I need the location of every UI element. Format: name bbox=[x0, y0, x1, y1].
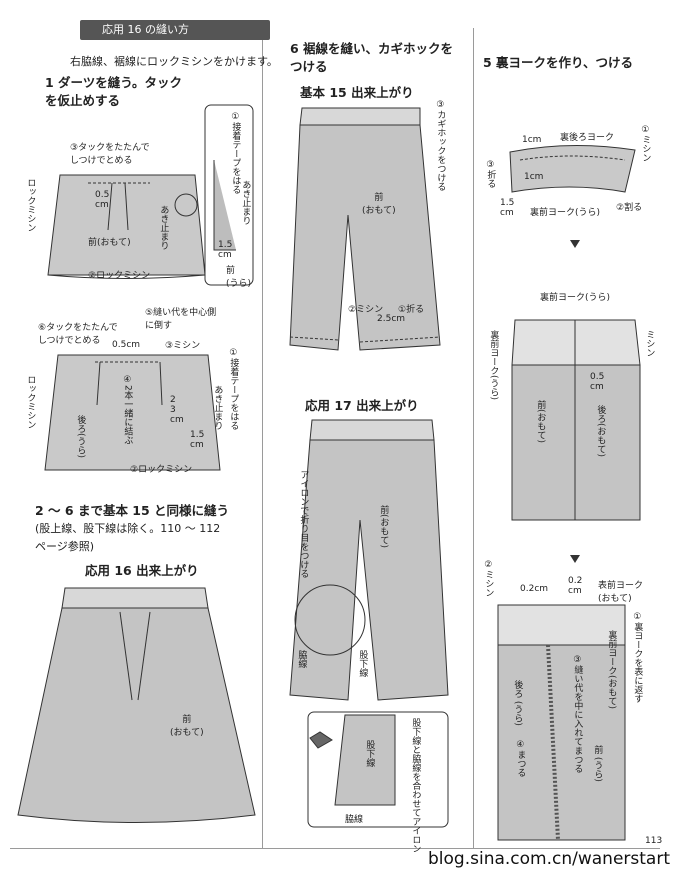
inset-inseam-label: 股下線 bbox=[364, 740, 375, 767]
c3f2-front: 前(おもて) bbox=[535, 400, 546, 444]
fig1-lock2: ②ロックミシン bbox=[88, 271, 151, 281]
fig2-mishin: ③ミシン bbox=[165, 341, 201, 351]
yoke-sewing-diagram bbox=[509, 144, 636, 193]
app17-title: 応用 17 出来上がり bbox=[305, 398, 419, 413]
hook-label: ③カギホックをつける bbox=[435, 100, 446, 191]
c3f3-front: 前 (うら) bbox=[592, 745, 603, 782]
basic15-fold: ①折る bbox=[398, 305, 425, 315]
fig1-lock-label: ロックミシン bbox=[25, 178, 36, 232]
fig2-tape: ①接着テープをはる bbox=[228, 348, 239, 430]
basic15-mishin: ②ミシン bbox=[348, 305, 384, 315]
fig2-both-ends: ④2本一緒に結ぶ bbox=[122, 375, 133, 445]
bottom-rule bbox=[10, 848, 660, 849]
c3f3-seam: ③縫い代を中に入れてまつる bbox=[572, 655, 583, 773]
c3f3-matsuru: ④まつる bbox=[515, 740, 526, 777]
fig2-dim1: 0.5cm bbox=[112, 340, 141, 350]
skirt-back-top-diagram bbox=[44, 354, 221, 471]
arrow-down-icon bbox=[570, 555, 580, 563]
c3f1-cm2: 1cm bbox=[524, 172, 544, 182]
c3f1-fold: ③折る bbox=[485, 160, 496, 188]
c3f3-front-yoke-ura: 裏前ヨーク(おもて) bbox=[606, 630, 617, 710]
c3f2-front-yoke: 裏前ヨーク(うら) bbox=[540, 293, 611, 303]
inset-side-label: 脇線 bbox=[345, 815, 364, 825]
fig1-dim: 0.5 cm bbox=[95, 190, 110, 210]
section-tag: 応用 16 の縫い方 bbox=[80, 20, 270, 40]
app17-trousers-drawing bbox=[289, 419, 449, 701]
c3f3-mishin: ②ミシン bbox=[483, 560, 494, 597]
finished-skirt-drawing bbox=[17, 587, 256, 823]
c3f2-back-yoke: 裏前ヨーク(うら) bbox=[488, 330, 499, 401]
fig2-dim3: 1.5 cm bbox=[190, 430, 205, 450]
fig1-tuck-note: ③タックをたたんで しつけでとめる bbox=[70, 143, 150, 166]
fig1-tape-label: ①接着テープをはる bbox=[230, 112, 241, 194]
app17-inseam-label: 股下線 bbox=[357, 650, 368, 677]
basic15-trousers-drawing bbox=[289, 107, 441, 351]
c3f1-front-yoke: 裏前ヨーク(うら) bbox=[530, 208, 601, 218]
step5-heading: 5 裏ヨークを作り、つける bbox=[483, 55, 634, 70]
c3f3-dim1: 0.2cm bbox=[520, 584, 549, 594]
fig2-seam-note: ⑤縫い代を中心側 に倒す bbox=[145, 308, 217, 331]
c3f2-mishin: ミシン bbox=[644, 330, 655, 357]
fig2-lock: ロックミシン bbox=[25, 375, 36, 429]
basic15-dim: 2.5cm bbox=[377, 314, 406, 324]
intro-text: 右脇線、裾線にロックミシンをかけます。 bbox=[70, 55, 278, 68]
fig1-front-label: 前(おもて) bbox=[88, 238, 131, 248]
c3f3-dim2: 0.2 cm bbox=[568, 576, 583, 596]
fig1-akidome2: あき止まり bbox=[240, 180, 251, 225]
c3f3-turn: ①裏ヨークを表に返す bbox=[632, 612, 643, 703]
fig2-akidome: あき止まり bbox=[212, 385, 223, 430]
c3f1-mishin: ①ミシン bbox=[640, 125, 651, 162]
c3f3-back: 後ろ (うら) bbox=[512, 680, 523, 726]
step1-heading-line1: 1 ダーツを縫う。タック bbox=[45, 75, 183, 90]
inset-note: 股下線と脇線を合わせてアイロン bbox=[410, 718, 421, 853]
column-divider-1 bbox=[262, 28, 263, 848]
finished-front-label: 前 (おもて) bbox=[170, 715, 204, 738]
fig1-akidome: あき止まり bbox=[158, 205, 169, 250]
yoke-attach-diagram bbox=[511, 319, 641, 521]
c3f2-back: 後ろ(おもて) bbox=[595, 405, 606, 458]
fig1-dim2: 1.5 cm bbox=[218, 240, 233, 260]
step6-heading-line2: つける bbox=[290, 59, 328, 74]
step1-heading-line2: を仮止めする bbox=[45, 93, 121, 108]
fig2-back: 後ろ(うら) bbox=[75, 415, 86, 459]
finished-title: 応用 16 出来上がり bbox=[85, 563, 199, 578]
fig2-tuck-note: ⑥タックをたたんで しつけでとめる bbox=[38, 323, 118, 346]
app17-side-label: 脇線 bbox=[296, 650, 307, 668]
c3f1-split: ②割る bbox=[616, 203, 643, 213]
fig2-lock2: ②ロックミシン bbox=[130, 465, 193, 475]
c3f1-back-yoke: 裏後ろヨーク bbox=[560, 133, 615, 143]
fig1-front-ura: 前 (うら) bbox=[226, 266, 252, 289]
inseam-inset-box bbox=[307, 711, 449, 828]
c3f1-cm1: 1cm bbox=[522, 135, 542, 145]
para2-line1: 2 ～ 6 まで基本 15 と同様に縫う bbox=[35, 503, 230, 518]
app17-front-label: 前(おもて) bbox=[378, 505, 389, 549]
iron-label: アイロンで折り目をつける bbox=[298, 470, 309, 578]
para2-line3: ページ参照) bbox=[35, 540, 95, 553]
basic15-front-label: 前 (おもて) bbox=[362, 193, 396, 216]
c3f3-front-yoke: 表前ヨーク (おもて) bbox=[598, 581, 644, 604]
arrow-down-icon bbox=[570, 240, 580, 248]
c3f2-dim: 0.5 cm bbox=[590, 372, 605, 392]
section-tag-label: 応用 16 の縫い方 bbox=[102, 23, 189, 36]
tape-detail-inset bbox=[204, 104, 254, 286]
basic15-title: 基本 15 出来上がり bbox=[300, 85, 414, 100]
c3f1-dim: 1.5 cm bbox=[500, 198, 515, 218]
step6-heading-line1: 6 裾線を縫い、カギホックを bbox=[290, 41, 454, 56]
watermark: blog.sina.com.cn/wanerstart bbox=[428, 849, 670, 869]
para2-line2: (股上線、股下線は除く。110 ～ 112 bbox=[35, 522, 221, 535]
skirt-front-top-diagram bbox=[47, 174, 206, 279]
page-number: 113 bbox=[645, 836, 663, 846]
fig2-dim2: 2 3 cm bbox=[170, 395, 184, 425]
yoke-finish-diagram bbox=[497, 604, 626, 841]
column-divider-2 bbox=[473, 28, 474, 848]
